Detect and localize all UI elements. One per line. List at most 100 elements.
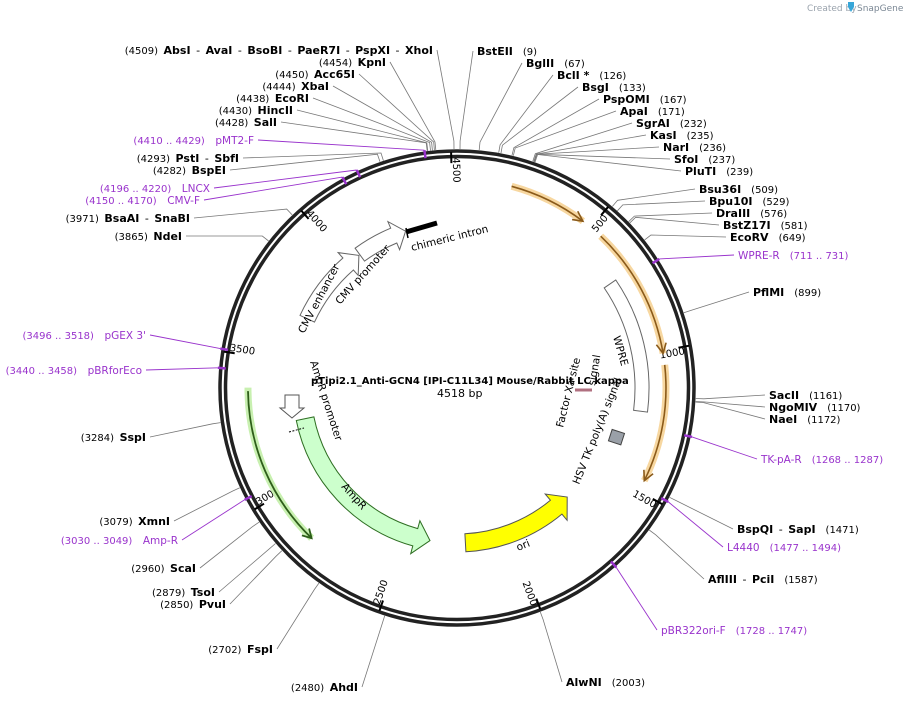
enzyme-pos: (3079) bbox=[99, 517, 132, 528]
ampr-outer-arc bbox=[247, 391, 313, 539]
enzyme-pos: (9) bbox=[513, 47, 537, 58]
enzyme-leader bbox=[617, 200, 706, 212]
signal-label: signal bbox=[586, 354, 603, 387]
enzyme-name: AvaI bbox=[200, 44, 232, 57]
cmv-enhancer-arrow bbox=[299, 251, 360, 323]
enzyme-name: BglII bbox=[526, 57, 554, 70]
enzyme-label: BstZ17I (581) bbox=[723, 219, 808, 232]
enzyme-site: (4438) EcoRI bbox=[236, 92, 309, 105]
enzyme-site: Bsu36I (509) bbox=[699, 183, 778, 196]
enzyme-site: NgoMIV (1170) bbox=[769, 401, 861, 414]
enzyme-label: SacII (1161) bbox=[769, 389, 842, 402]
cmv-promoter-arrow bbox=[354, 220, 407, 262]
primer-site: WPRE-R (711 .. 731) bbox=[651, 250, 849, 265]
primer-label: TK-pA-R (1268 .. 1287) bbox=[760, 454, 883, 466]
enzyme-leader bbox=[358, 73, 435, 151]
tick-label-3500: 3500 bbox=[229, 343, 256, 358]
primer-name: TK-pA-R bbox=[760, 454, 802, 466]
primer-range: (711 .. 731) bbox=[780, 251, 849, 262]
chimeric-intron-tick bbox=[405, 227, 409, 239]
enzyme-label: ApaI (171) bbox=[620, 105, 685, 118]
enzyme-name: BspEI bbox=[186, 164, 226, 177]
enzyme-site: AlwNI (2003) bbox=[566, 676, 645, 689]
enzyme-site: KasI (235) bbox=[650, 129, 714, 142]
primer-range: (3496 .. 3518) bbox=[23, 331, 95, 342]
enzyme-sep: - bbox=[232, 44, 242, 57]
enzyme-label: (2850) PvuI bbox=[160, 598, 226, 611]
enzyme-sep: - bbox=[773, 523, 783, 536]
wpre-label: WPRE bbox=[610, 335, 630, 368]
enzyme-pos: (67) bbox=[554, 59, 585, 70]
enzyme-leader bbox=[276, 582, 320, 650]
enzyme-name: PstI bbox=[170, 152, 199, 165]
enzyme-site: (2879) TsoI bbox=[152, 586, 215, 599]
enzyme-label: NgoMIV (1170) bbox=[769, 401, 861, 414]
enzyme-label: (2879) TsoI bbox=[152, 586, 215, 599]
enzyme-leader bbox=[229, 550, 283, 605]
enzyme-name: BclI * bbox=[557, 69, 590, 82]
enzyme-site: PflMI (899) bbox=[753, 286, 821, 299]
enzyme-leader bbox=[149, 422, 221, 438]
enzyme-pos: (4438) bbox=[236, 94, 269, 105]
enzyme-pos: (4428) bbox=[215, 118, 248, 129]
primer-label: (3440 .. 3458) pBRforEco bbox=[6, 365, 142, 377]
enzyme-name: SnaBI bbox=[149, 212, 190, 225]
enzyme-label: EcoRV (649) bbox=[730, 231, 806, 244]
enzyme-leader bbox=[683, 291, 750, 314]
plasmid-name: pTipi2.1_Anti-GCN4 [IPI-C11L34] Mouse/Ra… bbox=[311, 376, 629, 387]
enzyme-pos: (576) bbox=[750, 209, 787, 220]
tick-label-1500: 1500 bbox=[630, 489, 658, 511]
enzyme-pos: (529) bbox=[753, 197, 790, 208]
enzyme-leader bbox=[199, 521, 260, 569]
credit-prefix: Created by bbox=[807, 4, 857, 14]
primer-label: L4440 (1477 .. 1494) bbox=[727, 542, 841, 554]
primer-site: (4410 .. 4429) pMT2-F bbox=[133, 135, 427, 159]
tick-label-4000: 4000 bbox=[304, 208, 329, 234]
enzyme-name: BsaAI bbox=[99, 212, 139, 225]
enzyme-name: ScaI bbox=[165, 562, 196, 575]
orf-arc-1-head bbox=[571, 210, 585, 223]
enzyme-label: SfoI (237) bbox=[674, 153, 735, 166]
enzyme-site: (4450) Acc65I bbox=[275, 68, 355, 81]
primer-range: (1728 .. 1747) bbox=[726, 626, 808, 637]
enzyme-site: BsgI (133) bbox=[582, 81, 646, 94]
tick-3000 bbox=[254, 502, 265, 511]
backbone-inner-ring bbox=[223, 154, 691, 622]
enzyme-label: BstEII (9) bbox=[477, 45, 537, 58]
enzyme-name: BstEII bbox=[477, 45, 513, 58]
primer-mark bbox=[341, 176, 348, 185]
enzyme-name: KpnI bbox=[352, 56, 386, 69]
enzyme-pos: (2850) bbox=[160, 600, 193, 611]
enzyme-leader bbox=[511, 98, 600, 156]
enzyme-pos: (649) bbox=[769, 233, 806, 244]
enzyme-label: (2960) ScaI bbox=[131, 562, 196, 575]
enzyme-label: (4282) BspEI bbox=[153, 164, 226, 177]
enzyme-label: DraIII (576) bbox=[716, 207, 787, 220]
enzyme-pos: (167) bbox=[650, 95, 687, 106]
enzyme-leader bbox=[173, 487, 240, 522]
enzyme-leader bbox=[695, 401, 766, 420]
primer-range: (4410 .. 4429) bbox=[133, 136, 205, 147]
primer-name: L4440 bbox=[727, 542, 760, 554]
enzyme-pos: (4454) bbox=[319, 58, 352, 69]
enzyme-name: PvuI bbox=[193, 598, 226, 611]
primer-leader bbox=[203, 176, 343, 201]
enzyme-pos: (4430) bbox=[219, 106, 252, 117]
primer-label: pBR322ori-F (1728 .. 1747) bbox=[661, 625, 807, 637]
enzyme-sep: - bbox=[191, 44, 201, 57]
enzyme-name: KasI bbox=[650, 129, 677, 142]
enzyme-pos: (581) bbox=[771, 221, 808, 232]
enzyme-name: BstZ17I bbox=[723, 219, 771, 232]
enzyme-label: (4428) SalI bbox=[215, 116, 277, 129]
enzyme-label: KasI (235) bbox=[650, 129, 714, 142]
enzyme-leader bbox=[512, 110, 617, 156]
enzyme-name: XmnI bbox=[133, 515, 170, 528]
enzyme-leader bbox=[644, 234, 727, 241]
primer-mark bbox=[423, 150, 427, 159]
enzyme-name: AlwNI bbox=[566, 676, 602, 689]
enzyme-name: PluTI bbox=[685, 165, 716, 178]
enzyme-site: (2480) AhdI bbox=[291, 681, 358, 694]
enzyme-name: AflIII bbox=[708, 573, 737, 586]
enzyme-leader bbox=[242, 152, 384, 161]
primer-name: pMT2-F bbox=[205, 135, 254, 147]
